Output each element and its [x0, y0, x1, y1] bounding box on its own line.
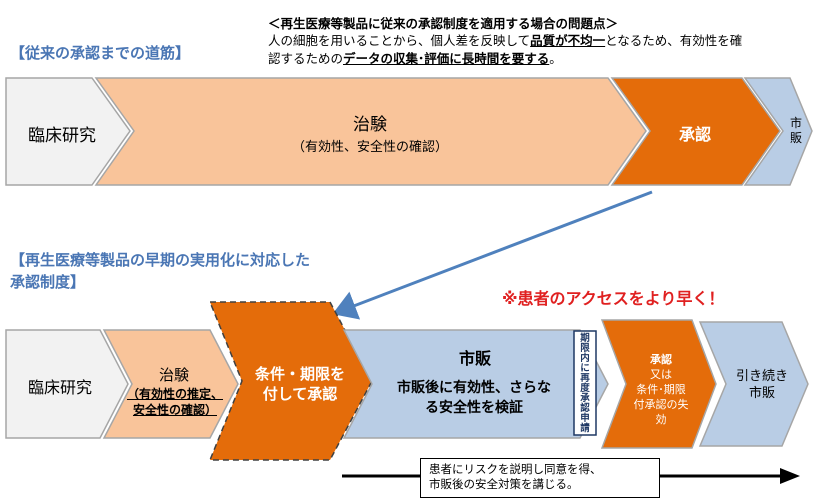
conv-trial-sub: （有効性、安全性の確認） — [291, 140, 448, 155]
new-clinical-research-label: 臨床研究 — [27, 378, 92, 397]
new-trial-label: 治験 — [158, 366, 189, 384]
problem-note-line-2: 認するためのデータの収集･評価に長時間を要する。 — [268, 51, 562, 66]
new-trial-chevron — [102, 329, 239, 439]
new-market-chevron — [342, 329, 609, 439]
conv-market-label: 市 販 — [789, 116, 802, 145]
new-market-label: 市販 — [458, 349, 491, 368]
conventional-heading: 【従来の承認までの道筋】 — [10, 44, 191, 62]
conv-clinical-research-chevron — [5, 77, 131, 186]
conv-approval-label: 承認 — [678, 125, 711, 144]
conv-clinical-research-label: 臨床研究 — [28, 126, 96, 146]
continue-market-label: 引き続き 市販 — [735, 369, 788, 401]
reapply-box — [573, 330, 597, 436]
problem-note-title: ＜再生医療等製品に従来の承認制度を適用する場合の問題点＞ — [268, 16, 619, 31]
new-trial-sub: （有効性の推定、 安全性の確認） — [126, 387, 223, 417]
risk-note-box: 患者にリスクを説明し同意を得、 市販後の安全対策を講じる。 — [420, 458, 660, 498]
patient-access-callout: ※患者のアクセスをより早く！ — [502, 289, 725, 308]
conditional-approval-chevron — [208, 301, 373, 461]
reapply-label: 期 限 内 に 再 度 承 認 申 請 — [580, 333, 590, 434]
risk-timeline-arrowhead — [780, 468, 800, 484]
conv-trial-label: 治験 — [353, 115, 387, 135]
conv-trial-chevron — [94, 77, 647, 186]
new-clinical-research-chevron — [5, 329, 129, 439]
problem-note-line-1: 人の細胞を用いることから、個人差を反映して品質が不均一となるため、有効性を確 — [268, 33, 743, 48]
conv-market-chevron — [743, 77, 813, 186]
new-system-heading: 【再生医療等製品の早期の実用化に対応した 承認制度】 — [10, 251, 311, 291]
transition-arrow — [332, 190, 653, 320]
new-approval-label: 承認 又は 条件･期限 付承認の失 効 — [633, 353, 689, 426]
problem-note-body: 人の細胞を用いることから、個人差を反映して品質が不均一となるため、有効性を確 認… — [268, 32, 808, 68]
continue-market-chevron — [698, 321, 809, 447]
new-market-sub: 市販後に有効性、さらな る安全性を検証 — [397, 380, 551, 416]
new-approval-chevron — [600, 319, 717, 449]
conditional-approval-label: 条件・期限を 付して承認 — [254, 365, 345, 403]
conv-approval-chevron — [610, 77, 781, 186]
